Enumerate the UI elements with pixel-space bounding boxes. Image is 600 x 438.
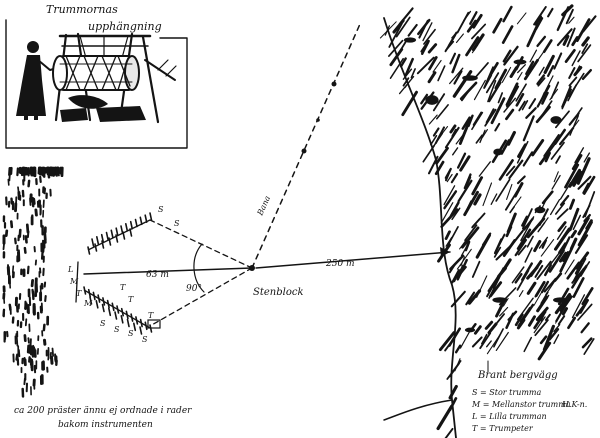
standing-figure-illustration — [16, 41, 58, 120]
legend-item-trumpeter: T = Trumpeter — [472, 424, 534, 433]
drum-stand-illustration — [54, 32, 177, 124]
row-mark-lower-3: T — [148, 311, 154, 320]
row-mark-left-2: M — [69, 277, 79, 286]
row-mark-upper-1: S — [158, 205, 164, 214]
legend-item-mellanstor-trumma: M = Mellanstor trumma — [471, 400, 571, 409]
signature: H.K-n. — [561, 400, 587, 409]
inset-drum-suspension: Trummornas upphängning — [5, 3, 188, 149]
instrument-rows — [75, 212, 161, 335]
cliff-label: Brant bergvägg — [477, 370, 558, 381]
front-row-line — [75, 261, 79, 303]
row-mark-lower-7: S — [128, 329, 134, 338]
legend: S = Stor trumma M = Mellanstor trumma L … — [471, 388, 571, 433]
line-to-instruments — [83, 267, 253, 275]
row-mark-upper-2: S — [174, 219, 180, 228]
track-label: Bana — [255, 194, 272, 218]
boulder-marker — [249, 265, 255, 271]
distance-long-label: 250 m — [325, 259, 355, 269]
legend-item-stor-trumma: S = Stor trumma — [472, 388, 542, 397]
cliff-wall-illustration — [379, 4, 597, 438]
dashed-ray-upper — [149, 219, 253, 269]
row-mark-lower-5: S — [100, 319, 106, 328]
priests-caption-line1: ca 200 präster ännu ej ordnade i rader — [14, 406, 192, 416]
priests-crowd-illustration — [2, 166, 64, 398]
instrument-row-ticks — [83, 212, 161, 335]
row-mark-left-3: T — [76, 289, 82, 298]
survey-lines — [83, 23, 451, 327]
arrow-head-icon — [440, 247, 450, 257]
row-mark-left-1: L — [67, 265, 73, 274]
row-mark-lower-1: T — [120, 283, 126, 292]
inset-caption-line1: Trummornas — [46, 3, 118, 16]
boulder-label: Stenblock — [253, 287, 304, 298]
row-mark-lower-6: S — [114, 325, 120, 334]
suspended-drum-illustration — [52, 55, 146, 122]
line-to-cliff — [255, 251, 451, 269]
track-dashed-line — [251, 23, 361, 269]
dashed-ray-lower — [149, 267, 253, 327]
legend-item-lilla-trumman: L = Lilla trumman — [471, 412, 547, 421]
row-mark-lower-8: S — [142, 335, 148, 344]
distance-short-label: 63 m — [146, 270, 169, 280]
angle-label: 90° — [186, 284, 202, 294]
row-mark-lower-2: T — [128, 295, 134, 304]
inset-caption-line2: upphängning — [88, 20, 162, 33]
row-mark-lower-4: M — [83, 299, 93, 308]
angle-arc — [193, 243, 205, 293]
priests-caption-line2: bakom instrumenten — [58, 420, 153, 430]
inset-frame — [5, 19, 188, 149]
